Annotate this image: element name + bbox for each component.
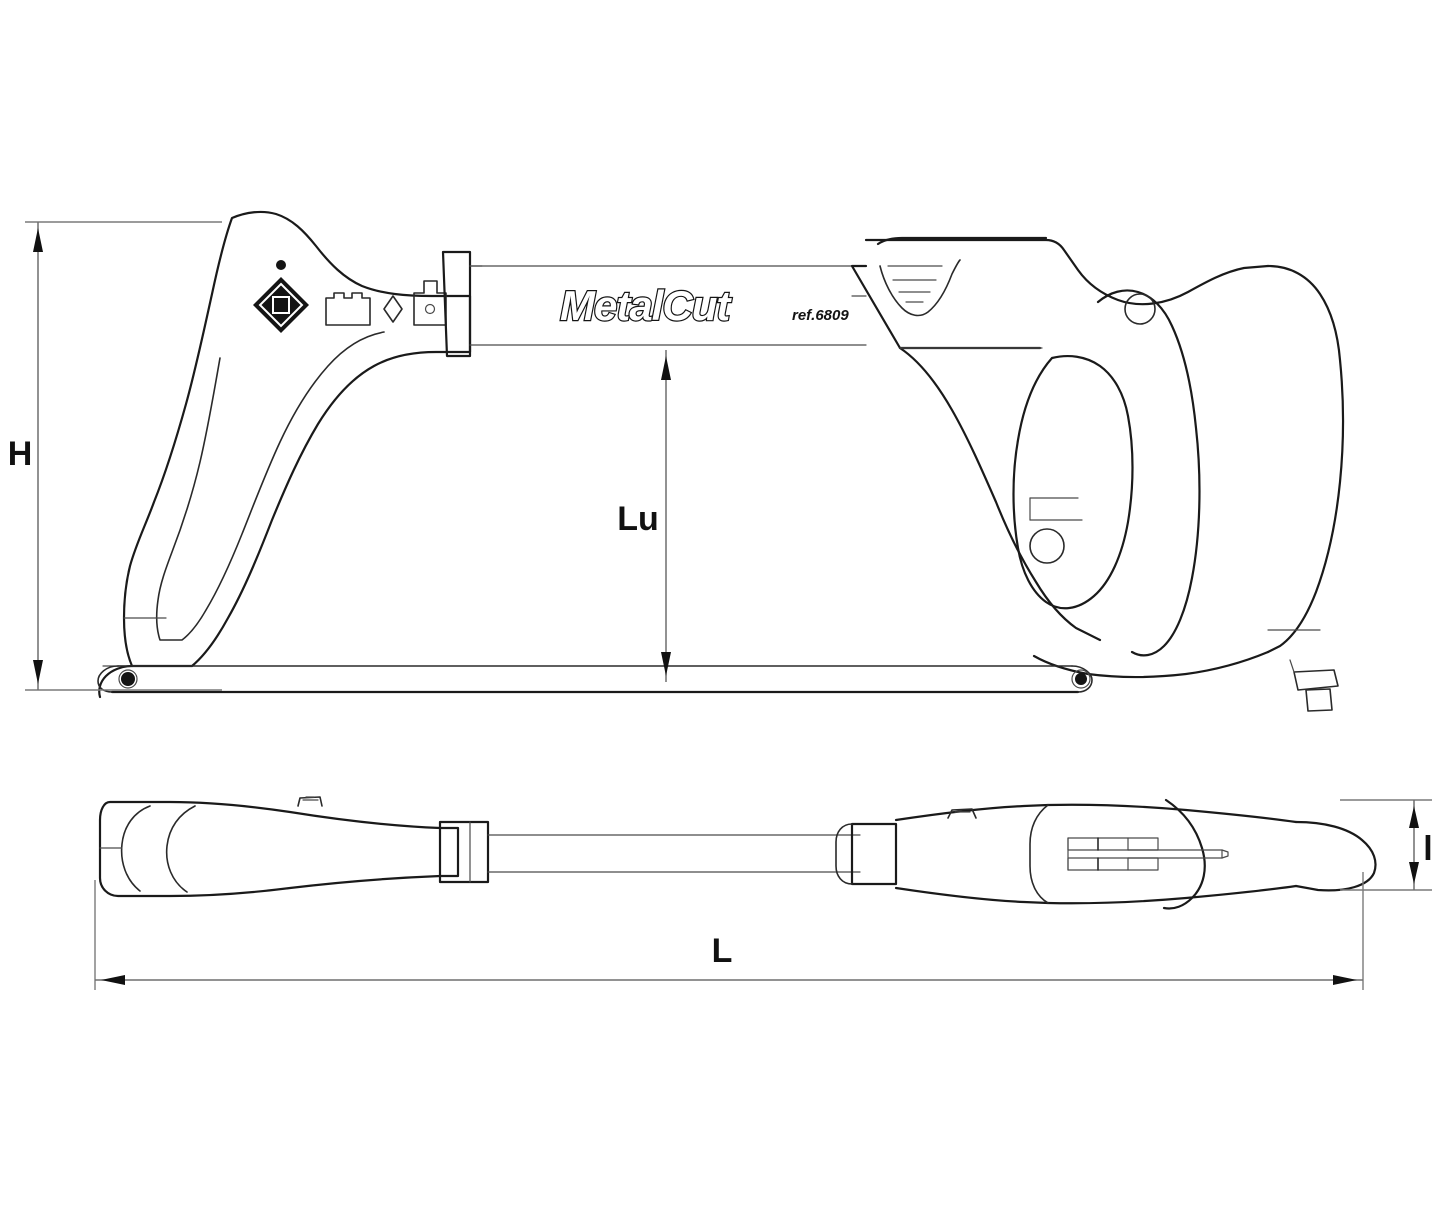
saw-blade [97, 665, 1093, 694]
side-elevation-view: MetalCut ref.6809 [97, 210, 1345, 712]
pistol-grip-pad [1012, 355, 1134, 610]
rear-body-housing [850, 238, 1345, 679]
plan-rear-body [835, 798, 1377, 910]
frame-tube: MetalCut ref.6809 [469, 265, 867, 346]
plan-view [98, 796, 1377, 910]
dimension-label-L: L [712, 932, 733, 970]
mob-wordmark-logo [325, 280, 447, 326]
thumb-rest-ribs [876, 236, 1048, 317]
dimension-l: l [1340, 799, 1433, 891]
grip-front-strap [1096, 289, 1201, 657]
plan-internal-bracket [1067, 837, 1229, 871]
blade-pin-hole-front [121, 672, 135, 686]
plan-frame-tube [487, 834, 861, 873]
mob-diamond-emblem-icon [253, 260, 309, 333]
product-name-label: MetalCut [560, 282, 732, 329]
product-reference-label: ref.6809 [792, 307, 849, 324]
dimension-label-l: l [1423, 830, 1432, 868]
frame-collar-front [441, 250, 483, 358]
dimension-annotations: H Lu L l [8, 221, 1433, 990]
blade-pin-hole-rear [1075, 673, 1087, 685]
plan-front-arm [98, 796, 460, 898]
blade-tension-knob [1289, 659, 1339, 712]
dimension-L: L [94, 872, 1364, 990]
grip-pivot-pin [1124, 293, 1156, 325]
dimension-H: H [8, 221, 222, 691]
dimension-Lu: Lu [617, 350, 671, 682]
plan-frame-collar [438, 820, 490, 884]
grip-lower-pin [1029, 528, 1065, 564]
dimension-label-Lu: Lu [617, 500, 659, 538]
dimension-label-H: H [8, 435, 33, 473]
